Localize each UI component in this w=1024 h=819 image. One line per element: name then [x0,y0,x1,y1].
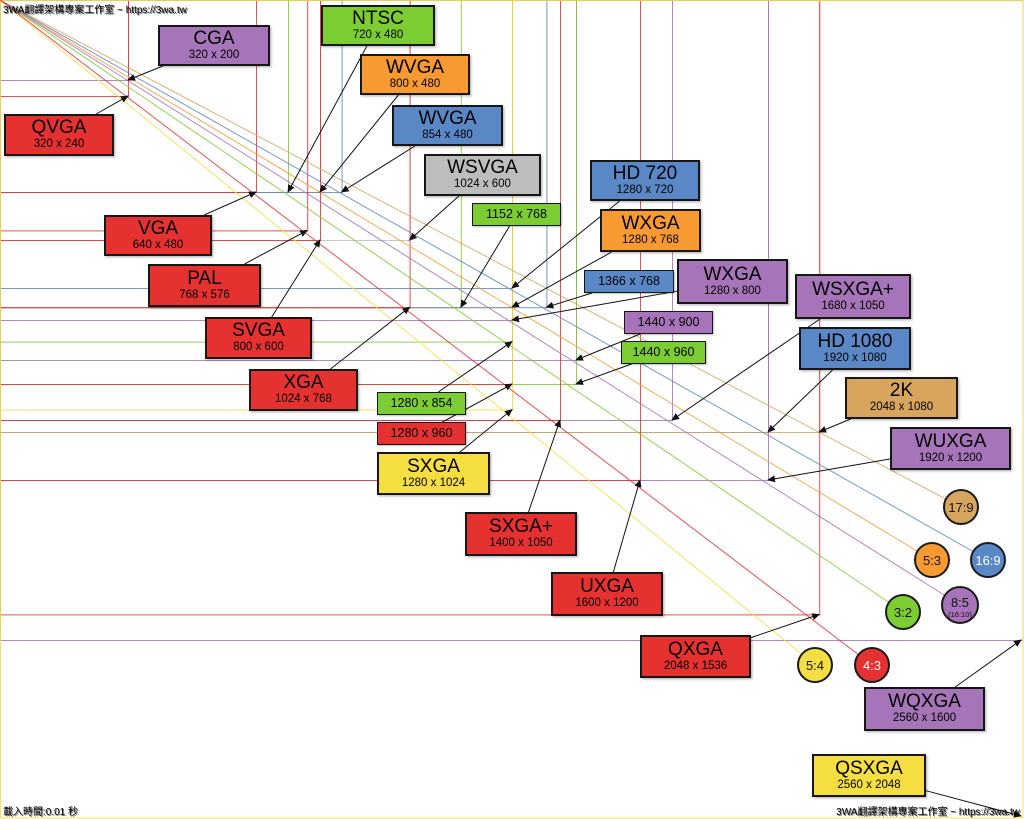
pointer-arrow-qvga [95,95,129,115]
pointer-arrow-hd-1080 [767,369,833,433]
load-time-text: 載入時間:0.01 秒 [3,807,79,818]
pointer-arrow-r1440x960 [575,363,632,385]
resolution-rect-wsvga [0,0,411,241]
aspect-badge-16-9 [970,542,1006,578]
aspect-badge-label: 16:9 [975,553,1000,568]
pointer-arrow-wsvga [408,195,460,241]
pointer-arrow-qxga [750,613,821,639]
aspect-diagonal-17-9 [0,0,962,508]
aspect-diagonal-4-3 [0,0,873,666]
pointer-arrow-vga [203,191,257,216]
aspect-badge-label: 3:2 [894,605,912,620]
aspect-diagonal-5-3 [0,0,933,561]
aspect-badge-label: 8:5 [951,595,969,610]
pointer-arrow-pal [244,229,309,265]
aspect-badge-label: 5:3 [923,553,941,568]
pointer-arrow-qsxga [925,790,1022,818]
pointer-arrow-wqxga [954,639,1022,688]
aspect-badge-sublabel: (16:10) [948,610,972,619]
watermark-top-left: 3WA翻譯架構專案工作室 ~ https://3wa.tw [3,5,187,16]
aspect-diagonal-8-5 [0,0,961,606]
pointer-arrow-hd-720 [511,200,620,289]
pointer-arrow-r1152x768 [460,225,511,309]
pointer-arrow-xga [330,306,411,370]
aspect-diagonal-5-4 [0,0,816,666]
resolution-rect-r1152x768 [0,0,462,309]
aspect-diagonal-3-2 [0,0,904,613]
pointer-arrow-wsxga-plus [671,318,821,421]
aspect-diagonal-16-9 [0,0,989,561]
pointer-arrow-cga [127,65,164,81]
pointer-arrow-svga [271,239,321,318]
pointer-arrow-wxga-800 [511,290,678,323]
aspect-badge-4-3 [854,647,890,683]
aspect-badge-label: 17:9 [948,500,973,515]
pointer-arrow-sxga [459,408,513,453]
pointer-arrow-r1280x960 [442,383,513,423]
pointer-arrow-r1366x768 [545,292,593,309]
pointer-arrow-ntsc [287,45,368,193]
pointer-arrow-r1440x900 [575,333,641,361]
aspect-badge-17-9 [943,489,979,525]
pointer-arrow-wxga-768 [511,251,612,308]
pointer-arrow-2k [818,418,851,433]
aspect-badge-3-2 [885,594,921,630]
pointer-arrow-wuxga [767,458,891,483]
aspect-badge-label: 5:4 [806,658,824,673]
aspect-badge-5-4 [797,647,833,683]
resolution-rect-xga [0,0,411,309]
pointer-arrow-uxga [612,479,642,573]
aspect-badge-5-3 [914,542,950,578]
pointer-arrow-wvga-854 [340,145,416,193]
pointer-arrow-r1280x854 [438,341,513,393]
pointer-arrow-wvga-800 [319,94,399,193]
pointer-arrow-sxga-plus [528,419,562,513]
resolution-rect-sxga-plus [0,0,561,421]
watermark-bottom-right: 3WA翻譯架構專案工作室 ~ https://3wa.tw [836,807,1020,818]
aspect-badge-8-5 [941,586,979,624]
aspect-badge-label: 4:3 [863,658,881,673]
